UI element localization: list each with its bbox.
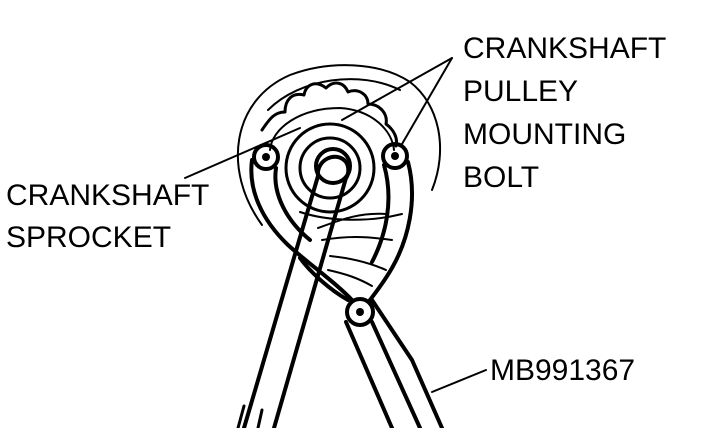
- label-crankshaft-pulley-bolt-line3: MOUNTING: [463, 118, 626, 151]
- holder-pin-left-center: [262, 153, 270, 161]
- holder-pivot: [345, 297, 375, 327]
- label-crankshaft-sprocket-line1: CRANKSHAFT: [6, 179, 209, 212]
- sprocket-hub-outer: [284, 122, 376, 214]
- leader-sprocket: [184, 127, 301, 179]
- socket-wrench-bar: [242, 174, 348, 428]
- sprocket-hub-inner: [298, 136, 362, 200]
- leader-bolt-to-pin: [401, 57, 453, 145]
- holder-pin-right: [381, 142, 409, 170]
- socket-wrench-grip: [236, 404, 264, 428]
- holder-right-arm: [368, 160, 415, 302]
- pulley-outer-outline-2: [267, 78, 401, 111]
- pulley-bolt-head: [314, 147, 352, 185]
- holder-left-arm: [249, 158, 354, 302]
- pulley-outer-outline: [236, 64, 442, 226]
- label-crankshaft-pulley-bolt-line4: BOLT: [463, 161, 539, 194]
- label-tool-number: MB991367: [490, 354, 635, 387]
- socket-wrench-head: [315, 154, 351, 180]
- label-crankshaft-pulley-bolt-line1: CRANKSHAFT: [463, 32, 666, 65]
- holder-handle: [298, 256, 444, 428]
- leader-bolt-to-hub: [341, 57, 453, 121]
- belt-edge: [299, 211, 403, 221]
- leader-tool: [431, 369, 487, 393]
- belt-section: [317, 212, 393, 287]
- holder-left-arm-inner: [273, 166, 312, 242]
- label-crankshaft-pulley-bolt-line2: PULLEY: [463, 75, 578, 108]
- holder-pivot-center: [356, 308, 364, 316]
- sprocket-teeth: [260, 81, 398, 148]
- holder-pin-right-center: [391, 152, 399, 160]
- holder-right-arm-inner: [370, 163, 391, 264]
- sprocket-rim: [269, 107, 395, 151]
- label-crankshaft-sprocket-line2: SPROCKET: [6, 221, 171, 254]
- holder-pin-left: [252, 143, 280, 171]
